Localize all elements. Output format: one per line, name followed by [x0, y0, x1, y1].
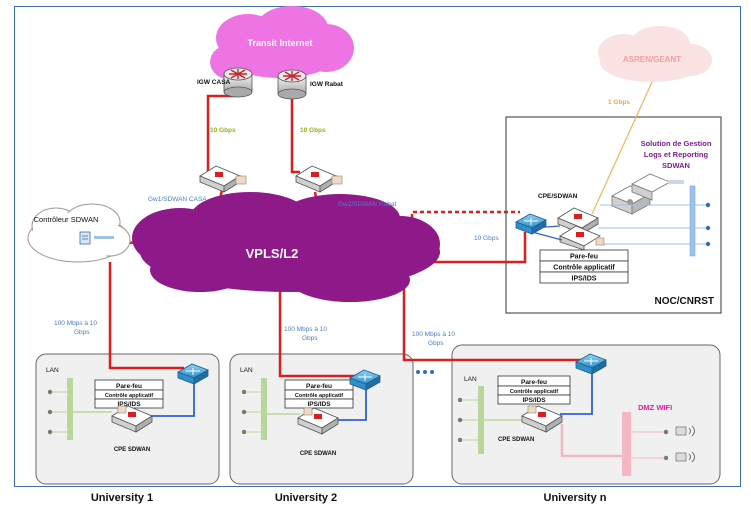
- u1-ips-label: IPS/IDS: [117, 401, 141, 408]
- fortimanager-icon: [79, 231, 114, 245]
- vpls-cloud-label: VPLS/L2: [246, 246, 299, 261]
- casa-speed-label: 10 Gbps: [210, 127, 236, 134]
- u1-switch-icon: [177, 363, 209, 385]
- un-ips-box: [497, 394, 571, 405]
- noc-dashed-link: [410, 210, 520, 232]
- diagram-frame: [14, 6, 741, 487]
- noc-link: [432, 232, 527, 264]
- igw-casa-label: IGW CASA: [197, 79, 231, 86]
- u1-lan-bus: [67, 378, 73, 440]
- noc-solution-line3: SDWAN: [662, 161, 690, 170]
- controller-cloud-label: Contrôleur SDWAN: [34, 215, 99, 224]
- transit-cloud-label: Transit Internet: [247, 38, 312, 48]
- wifi-access-point-icon: [675, 425, 695, 437]
- u2-firewall-label: Pare-feu: [306, 383, 332, 390]
- noc-appctrl-label: Contrôle applicatif: [553, 265, 615, 272]
- noc-firewall-label: Pare-feu: [570, 254, 598, 261]
- u1-cpe-label: CPE SDWAN: [114, 447, 150, 453]
- u1-appctrl-label: Contrôle applicatif: [105, 393, 153, 399]
- rabat-uplink: [290, 98, 300, 174]
- u1-speed-line2: Gbps: [74, 329, 90, 336]
- more-universities-dot: [423, 370, 427, 374]
- noc-bus: [689, 185, 696, 257]
- more-universities-dot: [430, 370, 434, 374]
- u2-lan-bus: [261, 378, 267, 440]
- u2-title: University 2: [275, 492, 337, 504]
- un-cpe-icon: [521, 405, 563, 433]
- u2-speed-line2: Gbps: [302, 335, 318, 342]
- un-firewall-label: Pare-feu: [521, 379, 547, 386]
- u1-lan-label: LAN: [46, 367, 59, 374]
- noc-solution-line2: Logs et Reporting: [644, 150, 709, 159]
- u1-title: University 1: [91, 492, 153, 504]
- noc-solution-line1: Solution de Gestion: [641, 139, 712, 148]
- un-lan-bus: [478, 386, 484, 454]
- u2-speed-line1: 100 Mbps à 10: [284, 326, 327, 333]
- dmz-wifi-label: DMZ WIFI: [638, 403, 672, 412]
- igw-rabat-router-icon: [277, 69, 307, 100]
- u2-ips-label: IPS/IDS: [307, 401, 331, 408]
- un-ips-label: IPS/IDS: [522, 397, 546, 404]
- rabat-speed-label: 10 Gbps: [300, 127, 326, 134]
- un-speed-line2: Gbps: [428, 340, 444, 347]
- un-cpe-label: CPE SDWAN: [498, 437, 534, 443]
- noc-speed-label: 10 Gbps: [474, 235, 499, 242]
- asren-link: [591, 81, 653, 215]
- asren-cloud-label: ASREN/GEANT: [623, 55, 681, 64]
- dmz-wifi-bus: [622, 412, 631, 476]
- igw-rabat-label: IGW Rabat: [310, 81, 344, 88]
- noc-firewall-icon: [557, 207, 605, 251]
- u2-cpe-label: CPE SDWAN: [300, 451, 336, 457]
- gw1-firewall-icon: [199, 165, 247, 193]
- wifi-access-point-icon: [675, 451, 695, 463]
- u2-ips-box: [284, 398, 354, 409]
- asren-speed-label: 1 Gbps: [608, 99, 630, 106]
- vpls-cloud: [132, 192, 440, 302]
- un-title: University n: [544, 492, 607, 504]
- u2-link: [278, 272, 358, 378]
- gw2-firewall-icon: [295, 165, 343, 193]
- noc-ips-box: [539, 271, 629, 284]
- gw1-label: Gw1/SDWAN CASA: [148, 196, 207, 203]
- noc-title: NOC/CNRST: [655, 296, 714, 307]
- u2-lan-label: LAN: [240, 367, 253, 374]
- un-speed-line1: 100 Mbps à 10: [412, 331, 455, 338]
- u1-link: [108, 262, 184, 370]
- gw2-label: Gw2/SDWAN Rabat: [338, 201, 396, 208]
- u1-speed-line1: 100 Mbps à 10: [54, 320, 97, 327]
- u1-firewall-label: Pare-feu: [116, 383, 142, 390]
- un-link: [402, 262, 582, 362]
- igw-casa-router-icon: [223, 67, 253, 98]
- more-universities-dot: [416, 370, 420, 374]
- asren-cloud: [598, 26, 712, 82]
- un-lan-label: LAN: [464, 376, 477, 383]
- un-switch-icon: [575, 353, 607, 375]
- un-appctrl-label: Contrôle applicatif: [510, 389, 558, 395]
- noc-ips-label: IPS/IDS: [572, 276, 597, 283]
- u1-cpe-icon: [111, 405, 153, 433]
- u2-cpe-icon: [297, 407, 339, 435]
- casa-uplink: [206, 94, 238, 174]
- controller-cloud: [27, 203, 131, 263]
- transit-internet-cloud: [210, 6, 354, 80]
- u2-appctrl-label: Contrôle applicatif: [295, 393, 343, 399]
- noc-cpe-label: CPE/SDWAN: [538, 193, 578, 200]
- u2-switch-icon: [349, 369, 381, 391]
